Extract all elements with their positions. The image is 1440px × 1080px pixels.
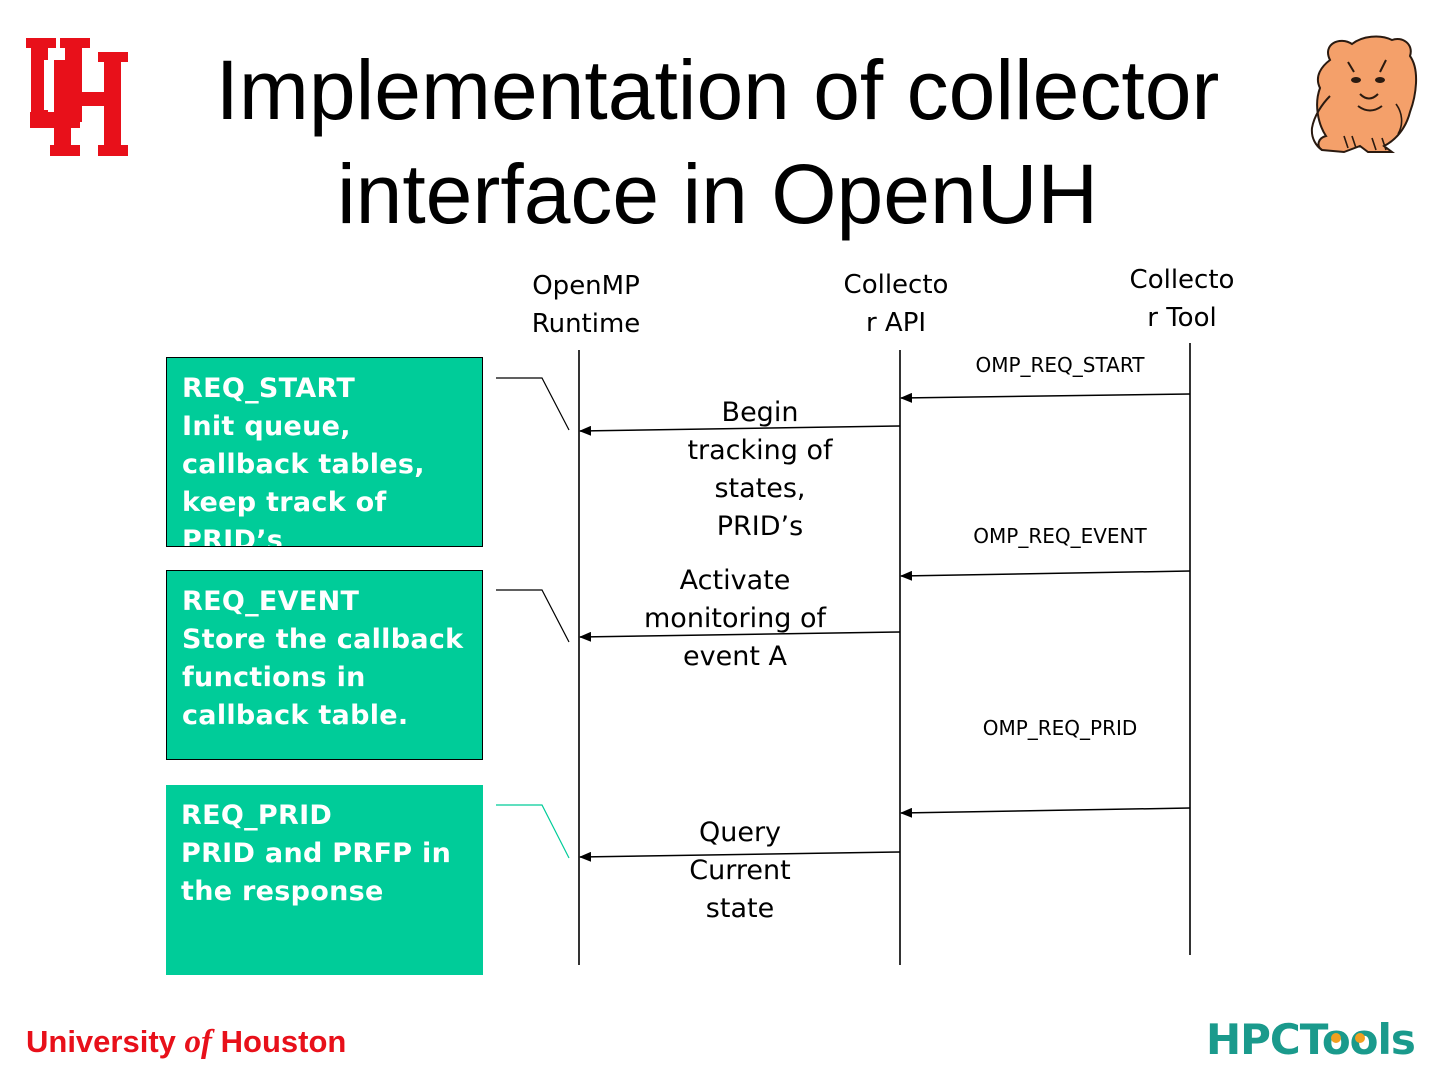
svg-text:HPCTools: HPCTools <box>1206 1015 1415 1064</box>
footer-university: University of Houston <box>26 1024 346 1061</box>
footer-university-of: of <box>184 1024 213 1060</box>
note-line: PRID’s <box>716 511 804 542</box>
lifeline-label-line: r Tool <box>1147 303 1217 333</box>
lifeline-label-line: OpenMP <box>532 271 640 301</box>
uh-logo-icon <box>26 38 128 156</box>
arrow-req-start-tool-api <box>900 392 1191 403</box>
callout-connector-start <box>496 377 570 431</box>
box-req-event: REQ_EVENT Store the callback functions i… <box>166 570 483 760</box>
box-line: Store the callback <box>182 624 464 655</box>
box-line: callback tables, <box>182 449 425 480</box>
message-label-req-event: OMP_REQ_EVENT <box>973 524 1147 548</box>
box-line: callback table. <box>182 700 409 731</box>
hpctools-logo-icon: HPCTools <box>1206 1015 1416 1064</box>
box-line: REQ_EVENT <box>182 586 360 617</box>
note-line: Query <box>698 817 782 848</box>
box-line: REQ_PRID <box>181 800 333 831</box>
callout-connector-prid <box>496 804 570 859</box>
arrow-req-start-api-runtime <box>579 425 901 436</box>
box-line: keep track of <box>182 487 387 518</box>
lifeline-label-tool: Collecto r Tool <box>1102 261 1262 337</box>
box-line: the response <box>181 876 384 907</box>
footer-university-post: Houston <box>212 1024 347 1059</box>
message-label-req-start: OMP_REQ_START <box>975 353 1145 377</box>
box-line: functions in <box>182 662 366 693</box>
box-line: PRID and PRFP in <box>181 838 452 869</box>
note-begin-tracking: Begin tracking of states, PRID’s <box>660 394 860 546</box>
lifeline-label-runtime: OpenMP Runtime <box>506 267 666 343</box>
note-line: states, <box>714 473 806 504</box>
box-req-start: REQ_START Init queue, callback tables, k… <box>166 357 483 547</box>
note-line: Activate <box>679 565 791 596</box>
note-line: Current <box>689 855 791 886</box>
arrow-req-prid-tool-api <box>900 807 1191 818</box>
lifeline-label-api: Collecto r API <box>816 266 976 342</box>
lifeline-label-line: Runtime <box>531 309 641 339</box>
arrow-req-event-api-runtime <box>579 631 901 642</box>
note-line: event A <box>683 641 787 672</box>
box-req-prid: REQ_PRID PRID and PRFP in the response <box>166 785 483 975</box>
note-line: tracking of <box>687 435 833 466</box>
arrow-req-prid-api-runtime <box>579 851 901 862</box>
arrow-req-event-tool-api <box>900 570 1191 581</box>
note-activate-monitoring: Activate monitoring of event A <box>625 562 845 676</box>
message-label-req-prid: OMP_REQ_PRID <box>982 716 1138 740</box>
slide-title: Implementation of collector interface in… <box>160 38 1275 246</box>
lifeline-label-line: Collecto <box>1129 265 1235 295</box>
note-query-state: Query Current state <box>640 814 840 928</box>
callout-connector-event <box>496 589 570 643</box>
title-line: Implementation of collector <box>215 43 1220 137</box>
lifeline-label-line: Collecto <box>843 270 949 300</box>
box-line: PRID’s <box>182 525 284 547</box>
note-line: monitoring of <box>644 603 826 634</box>
lifeline-label-line: r API <box>865 308 927 338</box>
cougar-mascot-icon <box>1310 35 1417 154</box>
box-line: Init queue, <box>182 411 351 442</box>
box-line: REQ_START <box>182 373 356 404</box>
footer-university-pre: University <box>26 1024 185 1059</box>
note-line: state <box>705 893 775 924</box>
title-line: interface in OpenUH <box>336 147 1099 241</box>
note-line: Begin <box>721 397 799 428</box>
